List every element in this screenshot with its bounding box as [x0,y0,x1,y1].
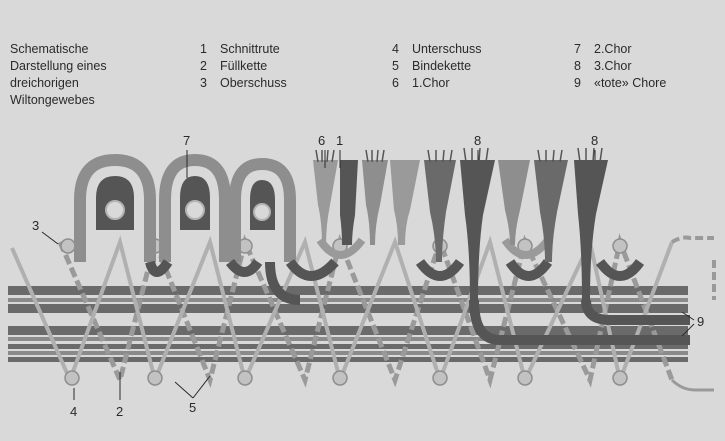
binder-edge-top [672,238,714,243]
tuft-fringes [316,148,602,162]
callout-7: 7 [183,133,190,148]
callout-8b: 8 [591,133,598,148]
callout-4: 4 [70,404,77,419]
callout-5: 5 [189,400,196,415]
callout-9: 9 [697,314,704,329]
callout-8a: 8 [474,133,481,148]
callout-2: 2 [116,404,123,419]
callout-6: 6 [318,133,325,148]
lower-weft-circles [65,371,627,385]
callout-1: 1 [336,133,343,148]
loop-pile [80,160,290,262]
binder-edge-bottom [672,380,714,390]
callout-3: 3 [32,218,39,233]
dark-pile-loops [150,262,640,276]
